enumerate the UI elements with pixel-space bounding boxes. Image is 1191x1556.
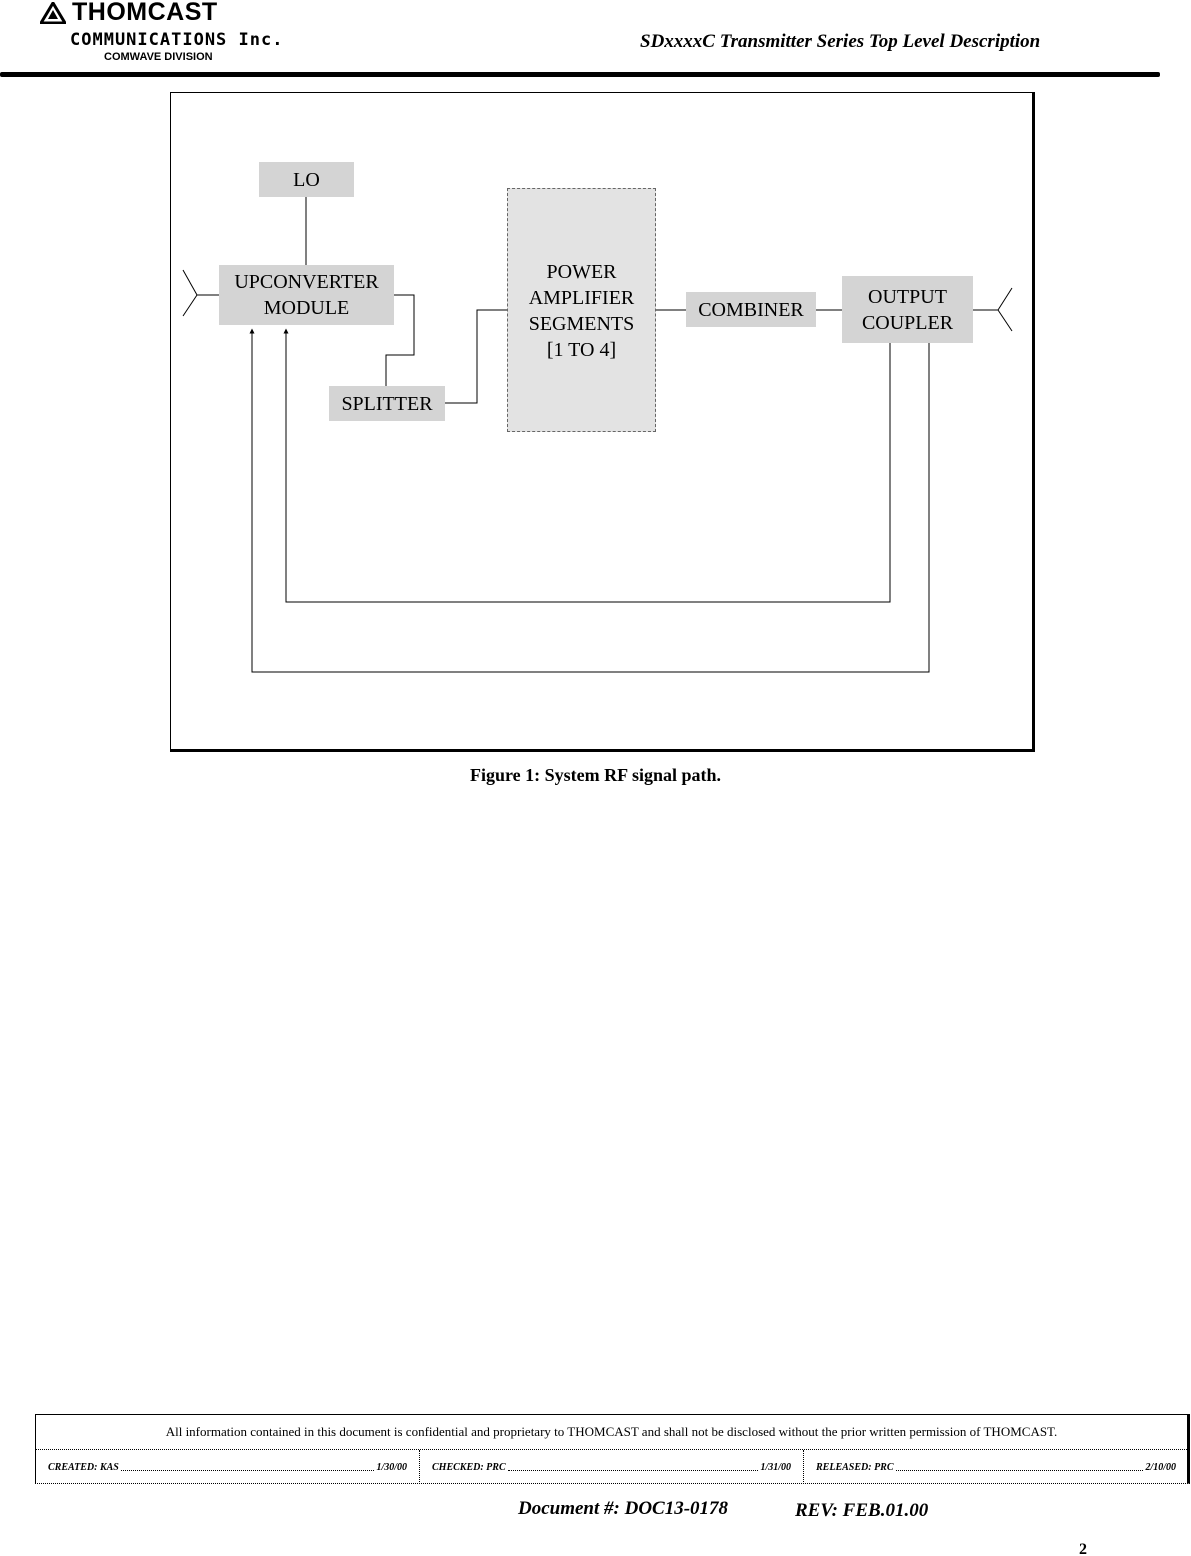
revision: REV: FEB.01.00	[795, 1500, 929, 1521]
pa-label-line1: POWER	[546, 261, 617, 283]
output-antenna-upper	[997, 287, 1013, 311]
upconverter-module-block: UPCONVERTER MODULE	[219, 265, 394, 325]
splitter-label: SPLITTER	[341, 392, 433, 415]
created-label: CREATED: KAS	[48, 1461, 119, 1473]
released-cell: RELEASED: PRC 2/10/00	[804, 1450, 1188, 1484]
released-leader-dots	[895, 1469, 1144, 1471]
document-number: Document #: DOC13-0178	[518, 1498, 729, 1519]
output-coupler-block: OUTPUT COUPLER	[842, 276, 973, 343]
created-cell: CREATED: KAS 1/30/00	[36, 1450, 420, 1484]
header-divider	[0, 72, 1160, 77]
pa-label-line3: SEGMENTS	[528, 313, 635, 335]
combiner-block: COMBINER	[686, 292, 816, 327]
company-name: THOMCAST	[72, 0, 218, 26]
company-subtitle: COMMUNICATIONS Inc.	[70, 30, 284, 50]
created-date: 1/30/00	[376, 1461, 407, 1473]
upconverter-label-line2: MODULE	[263, 297, 350, 319]
figure-frame	[170, 92, 1035, 752]
company-logo: THOMCAST COMMUNICATIONS Inc. COMWAVE DIV…	[36, 0, 326, 70]
page-number: 2	[1079, 1541, 1087, 1556]
input-antenna-lower	[182, 294, 198, 317]
upconverter-label-line1: UPCONVERTER	[234, 271, 379, 293]
feedback-loop-outer	[249, 328, 930, 673]
splitter-block: SPLITTER	[329, 386, 445, 421]
released-date: 2/10/00	[1145, 1461, 1176, 1473]
pa-label-line4: [1 TO 4]	[546, 339, 617, 361]
checked-label: CHECKED: PRC	[432, 1461, 506, 1473]
combiner-label: COMBINER	[698, 298, 804, 321]
splitter-pa-wire	[445, 309, 507, 404]
confidentiality-notice: All information contained in this docume…	[36, 1415, 1187, 1450]
lo-label: LO	[293, 168, 320, 191]
footer-box: All information contained in this docume…	[35, 1414, 1190, 1484]
thomcast-logo-icon	[40, 2, 66, 24]
lo-block: LO	[259, 162, 354, 197]
pa-label-line2: AMPLIFIER	[528, 287, 635, 309]
checked-leader-dots	[507, 1469, 759, 1471]
coupler-label-line1: OUTPUT	[868, 285, 947, 308]
input-antenna-upper	[182, 269, 198, 296]
coupler-label-line2: COUPLER	[861, 311, 954, 334]
created-leader-dots	[120, 1469, 375, 1471]
output-antenna-lower	[997, 309, 1013, 332]
released-label: RELEASED: PRC	[816, 1461, 894, 1473]
checked-cell: CHECKED: PRC 1/31/00	[420, 1450, 804, 1484]
upconverter-splitter-wire	[385, 294, 415, 386]
signal-path-wires	[182, 197, 1013, 673]
checked-date: 1/31/00	[760, 1461, 791, 1473]
power-amplifier-block: POWER AMPLIFIER SEGMENTS [1 TO 4]	[507, 188, 656, 432]
document-title: SDxxxxC Transmitter Series Top Level Des…	[640, 31, 1041, 52]
feedback-loop-inner	[283, 328, 891, 603]
division-name: COMWAVE DIVISION	[104, 51, 213, 63]
figure-caption: Figure 1: System RF signal path.	[469, 765, 721, 785]
